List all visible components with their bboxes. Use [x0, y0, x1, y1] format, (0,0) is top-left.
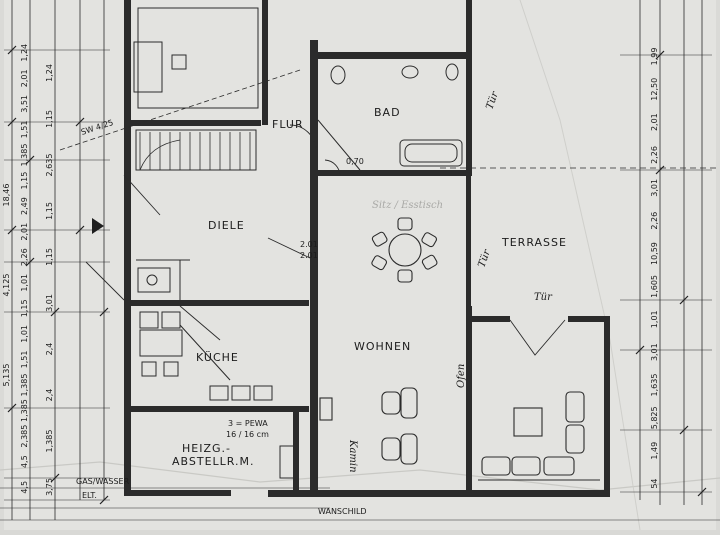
walls	[124, 0, 610, 497]
dimension-label: 2,26	[650, 212, 659, 230]
label-wohnen: WOHNEN	[354, 340, 411, 353]
living-furniture	[319, 387, 600, 481]
dimension-label: 12,50	[650, 78, 659, 101]
dimensions-right: 1,99 12,50 2,01 2,26 3,01 2,26 10,59 1,605 1,01 3…	[650, 48, 659, 489]
label-tuer-c: Tür	[534, 292, 553, 303]
staircase	[59, 69, 301, 171]
paper-sheet	[4, 0, 716, 530]
label-diele: DIELE	[208, 219, 245, 232]
dimension-label: 18,46	[2, 184, 11, 207]
label-flow-2: 16 / 16 cm	[226, 430, 269, 439]
dimension-label: 2,01	[650, 113, 659, 131]
label-kamin: Kamin	[347, 439, 358, 473]
dimension-label: 3,01	[45, 294, 54, 312]
label-diele-door-2: 2.01	[300, 251, 318, 260]
dimension-label: 2,01	[20, 69, 29, 87]
label-abstellraum: ABSTELLR.M.	[172, 455, 255, 468]
label-wanschild: WANSCHILD	[318, 507, 367, 516]
dimension-label: 1,385	[20, 374, 29, 397]
dimension-label: 1,15	[45, 248, 54, 266]
label-ofen: Ofen	[456, 364, 467, 388]
label-heizg: HEIZG.-	[182, 442, 231, 455]
bathroom-fixtures	[171, 54, 463, 171]
label-flow-1: 3 = PEWA	[228, 419, 268, 428]
label-terrasse: TERRASSE	[501, 236, 567, 249]
dimension-label: 1,01	[20, 325, 29, 343]
dimension-label: 1,01	[20, 274, 29, 292]
dimension-label: 1,51	[20, 121, 29, 139]
dimension-label: 4,125	[2, 274, 11, 297]
dimension-label: 1,385	[45, 430, 54, 453]
dimension-label: 4,5	[20, 481, 29, 494]
kitchen-units	[137, 267, 295, 479]
dimension-label: 5,825	[650, 406, 659, 429]
paper-crease-2	[519, 0, 641, 531]
dimensions-left-outer: 18,46 4,125 5,135	[2, 184, 11, 387]
dimension-label: 2,4	[45, 389, 54, 402]
label-faint-dining: Sitz / Esstisch	[372, 200, 443, 211]
door-swings	[85, 124, 566, 356]
dimension-label: 1,51	[20, 351, 29, 369]
dimension-label: 1,15	[45, 110, 54, 128]
dining-set	[371, 217, 438, 283]
dimension-label: 1,15	[20, 172, 29, 190]
dimension-label: 3,51	[20, 95, 29, 113]
dimension-label: 3,01	[650, 343, 659, 361]
dimensions-left-secondary: 1,24 1,15 2,635 1,15 1,15 3,01 2,4 2,4 1,385 3,75	[45, 64, 54, 496]
dimension-label: 2,01	[20, 223, 29, 241]
label-diele-door-1: 2.01	[300, 240, 318, 249]
dimension-label: 1,15	[20, 299, 29, 317]
dimension-label: 1,24	[20, 44, 29, 62]
dimension-label: 3,01	[650, 179, 659, 197]
dimension-label: 1,605	[650, 275, 659, 298]
dimension-label: 2,49	[20, 197, 29, 215]
dimension-label: 5,135	[2, 364, 11, 387]
dimension-label: 1,385	[20, 144, 29, 167]
dimension-label: 2,26	[20, 248, 29, 266]
dimension-label: 1,99	[650, 48, 659, 66]
label-bad-door: 0,70	[346, 157, 364, 166]
label-flur: FLUR	[272, 118, 304, 131]
label-kueche: KÜCHE	[196, 351, 239, 364]
dimension-label: 1,24	[45, 64, 54, 82]
dimension-label: 2,635	[45, 154, 54, 177]
dimensions-left-inner: 1,24 2,01 3,51 1,51 1,385 1,15 2,49 2,01 2,26 1,0…	[20, 44, 29, 494]
dimension-label: 54	[650, 478, 659, 488]
dimension-label: 1,49	[650, 442, 659, 460]
dimension-label: 3,75	[45, 478, 54, 496]
label-elt: ELT.	[82, 491, 97, 500]
wall-outlines	[133, 7, 259, 300]
entrance-arrow-icon	[92, 218, 104, 234]
dimension-label: 2,385	[20, 425, 29, 448]
dimension-label: 2,26	[650, 146, 659, 164]
dimension-ticks	[7, 45, 707, 505]
paper-crease	[0, 461, 720, 491]
label-bad: BAD	[374, 106, 401, 119]
dimension-label: 1,385	[20, 399, 29, 422]
label-gas-wasser: GAS/WASSER	[76, 477, 130, 486]
dimension-label: 1,635	[650, 374, 659, 397]
dimension-label: 4,5	[20, 455, 29, 468]
dimension-label: 1,01	[650, 310, 659, 328]
dimension-label: 1,15	[45, 202, 54, 220]
dimension-label: 2,4	[45, 343, 54, 356]
dimension-lines	[0, 0, 720, 521]
dimension-label: 10,59	[650, 242, 659, 265]
